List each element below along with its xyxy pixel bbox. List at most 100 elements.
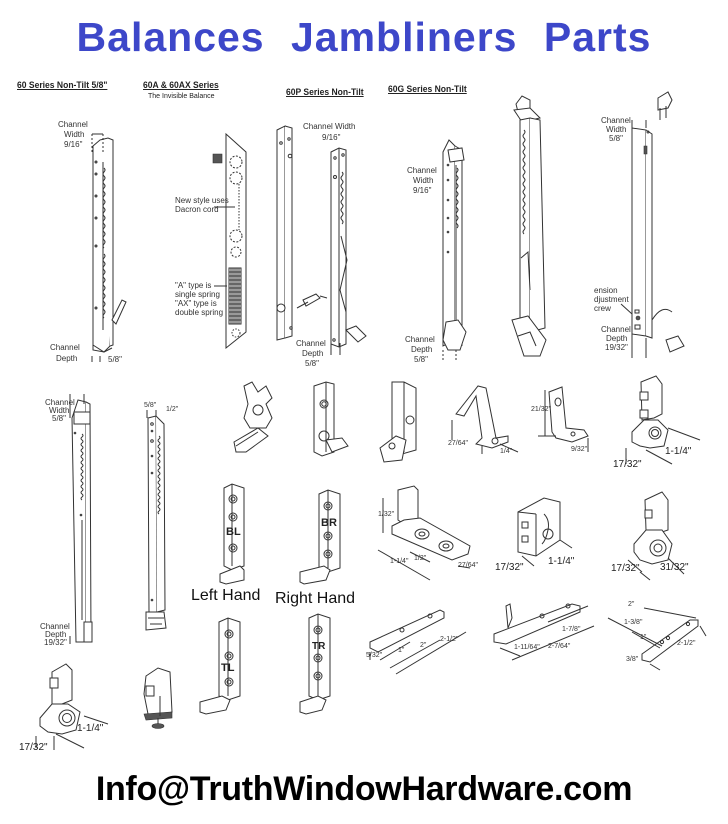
label-tension-width-l1: Channel bbox=[601, 116, 631, 125]
label-tension-depth-l2: Depth bbox=[606, 334, 628, 343]
label-row2-width-l2: Width bbox=[49, 406, 70, 415]
label-60g-depth-l1: Channel bbox=[405, 335, 435, 344]
label-tension-adjust-l2: djustment bbox=[594, 295, 629, 304]
dim-clip-angle-height: 21/32" bbox=[531, 406, 552, 413]
bracket-br-marking: BR bbox=[321, 517, 337, 529]
label-60g-width-l2: Width bbox=[413, 176, 434, 185]
section-heading-60a-60ax: 60A & 60AX Series bbox=[143, 80, 219, 90]
dim-clip-angle-width: 9/32" bbox=[571, 446, 588, 453]
label-row2-width-l1: Channel bbox=[45, 398, 75, 407]
section-heading-60p: 60P Series Non-Tilt bbox=[286, 87, 364, 97]
label-60a-note2-l2: single spring bbox=[175, 290, 220, 299]
dim-tilt-shoe-b-length: 31/32" bbox=[660, 562, 689, 573]
dim-pivot-bar-height: 1/32" bbox=[378, 511, 395, 518]
dim-clip-bend-width: 1/4" bbox=[500, 448, 513, 455]
dim-plate-c-hole: 1" bbox=[640, 634, 647, 641]
dim-plate-a-length: 2" bbox=[420, 642, 427, 649]
dim-plate-c-thickness: 3/8" bbox=[626, 656, 639, 663]
label-tension-width-l2: Width bbox=[606, 125, 627, 134]
dim-plate-a-hole: 1" bbox=[398, 647, 405, 654]
label-60-depth-value: 5/8" bbox=[108, 355, 122, 364]
dim-tilt-shoe-a-width: 17/32" bbox=[613, 459, 642, 470]
dim-clip-bend-height: 27/64" bbox=[448, 440, 469, 447]
dim-plate-c-top: 2" bbox=[628, 601, 635, 608]
label-row2-depth-l2: Depth bbox=[45, 630, 67, 639]
dim-cam-block-width: 17/32" bbox=[495, 562, 524, 573]
dim-plate-b-offset: 1-11/64" bbox=[514, 644, 540, 651]
section-heading-60g: 60G Series Non-Tilt bbox=[388, 84, 467, 94]
dim-pivot-bar-depth: 27/64" bbox=[458, 562, 479, 569]
label-60g-width-l1: Channel bbox=[407, 166, 437, 175]
dim-plate-c-total: 2-1/2" bbox=[677, 640, 696, 647]
dim-plate-a-total: 2-1/2" bbox=[440, 636, 459, 643]
label-tension-width-value: 5/8" bbox=[609, 134, 623, 143]
dim-tilt-shoe-c-length: 1-1/4" bbox=[77, 723, 104, 734]
bracket-bl-marking: BL bbox=[226, 526, 241, 538]
label-60-depth-l1: Channel bbox=[50, 343, 80, 352]
label-60g-depth-value: 5/8" bbox=[414, 355, 428, 364]
label-60a-note2-l1: "A" type is bbox=[175, 281, 212, 290]
dim-plate-a-thickness: 5/32" bbox=[366, 652, 383, 659]
label-60p-depth-l2: Depth bbox=[302, 349, 324, 358]
section-heading-60-series: 60 Series Non-Tilt 5/8" bbox=[17, 80, 108, 90]
dim-plate-b-holes: 1-7/8" bbox=[562, 626, 581, 633]
dim-tilt-shoe-c-width: 17/32" bbox=[19, 742, 48, 753]
label-tension-depth-l1: Channel bbox=[601, 325, 631, 334]
label-60a-note2-l4: double spring bbox=[175, 308, 224, 317]
section-subtitle-invisible-balance: The Invisible Balance bbox=[148, 93, 215, 100]
label-tension-adjust-l1: ension bbox=[594, 286, 618, 295]
label-row2-depth-value: 19/32" bbox=[44, 638, 67, 647]
dim-cam-block-length: 1-1/4" bbox=[548, 556, 575, 567]
bracket-tl-marking: TL bbox=[221, 662, 235, 674]
label-60-width-l1: Channel bbox=[58, 120, 88, 129]
label-60-width-value: 9/16" bbox=[64, 140, 83, 149]
label-60a-note2-l3: "AX" type is bbox=[175, 299, 217, 308]
dim-plate-c-mid: 1-3/8" bbox=[624, 619, 643, 626]
dim-tilt-shoe-a-length: 1-1/4" bbox=[665, 446, 692, 457]
label-60a-note1-l2: Dacron cord bbox=[175, 205, 219, 214]
dim-row2-narrow-width: 1/2" bbox=[166, 406, 179, 413]
dim-tilt-shoe-b-width: 17/32" bbox=[611, 563, 640, 574]
label-row2-width-value: 5/8" bbox=[52, 414, 66, 423]
label-60g-width-value: 9/16" bbox=[413, 186, 432, 195]
label-60p-width-value: 9/16" bbox=[322, 133, 341, 142]
label-tension-depth-value: 19/32" bbox=[605, 343, 628, 352]
dim-pivot-bar-length: 1-1/4" bbox=[390, 558, 409, 565]
label-60a-note1-l1: New style uses bbox=[175, 196, 229, 205]
dim-row2-narrow-depth: 5/8" bbox=[144, 402, 157, 409]
page-title: Balances Jambliners Parts bbox=[76, 14, 652, 60]
contact-email[interactable]: Info@TruthWindowHardware.com bbox=[95, 770, 633, 808]
label-60p-width-l1: Channel Width bbox=[303, 122, 356, 131]
label-tension-adjust-l3: crew bbox=[594, 304, 611, 313]
label-60-width-l2: Width bbox=[64, 130, 85, 139]
label-60p-depth-value: 5/8" bbox=[305, 359, 319, 368]
bracket-tr-marking: TR bbox=[312, 641, 326, 652]
label-left-hand: Left Hand bbox=[191, 587, 261, 604]
dim-pivot-bar-spacing: 1/2" bbox=[414, 555, 427, 562]
dim-plate-b-length: 2-7/64" bbox=[548, 643, 571, 650]
label-60g-depth-l2: Depth bbox=[411, 345, 433, 354]
label-60-depth-l2: Depth bbox=[56, 354, 78, 363]
